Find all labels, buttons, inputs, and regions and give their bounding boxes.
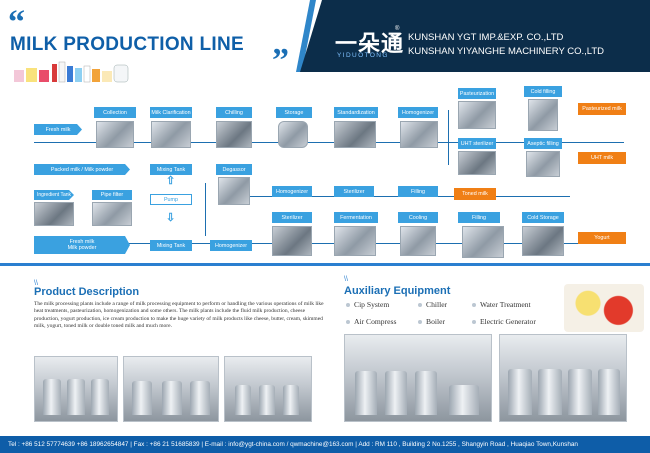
fermentation-tank-photo: [334, 226, 376, 256]
flow-step-fermentation: Fermentation: [334, 212, 378, 223]
flow-step-sterilizer-mid: Sterilizer: [334, 186, 374, 197]
flow-step-uht-sterilizer: UHT sterilizer: [458, 138, 496, 149]
flow-step-ingredient-tank: Ingredient Tank: [34, 190, 74, 200]
bullet-icon: [418, 303, 422, 308]
aseptic-filling-machine-photo: [526, 151, 560, 177]
section-divider: [0, 263, 650, 266]
pipe-filter-photo: [92, 202, 132, 226]
bullet-icon: [346, 303, 350, 308]
cooling-equipment-photo: [400, 226, 436, 256]
flow-step-cold-storage: Cold Storage: [522, 212, 564, 223]
ingredient-tank-photo: [34, 202, 74, 226]
flow-step-pipe-filter: Pipe filter: [92, 190, 132, 200]
flow-step-sterilizer-bot: Sterilizer: [272, 212, 312, 223]
quote-close-mark: ”: [272, 42, 289, 79]
company-logo-subtitle: YIDUOTONG: [337, 52, 389, 59]
registered-mark: ®: [395, 26, 400, 32]
flow-step-pasteurization: Pasteurization: [458, 88, 496, 99]
arrow-down-icon: ⇩: [166, 212, 176, 224]
sterilizer-equipment-photo: [272, 226, 312, 256]
company-name-1: KUNSHAN YGT IMP.&EXP. CO.,LTD: [408, 32, 564, 43]
section-mark: \\: [344, 276, 348, 283]
flow-step-cooling: Cooling: [398, 212, 438, 223]
output-pasteurized-milk: Pasteurized milk: [578, 103, 626, 115]
arrow-up-icon: ⇧: [166, 175, 176, 187]
flow-connector: [205, 183, 206, 236]
flow-step-milk-clarification: Milk Clarification: [150, 107, 192, 118]
collection-equipment-photo: [96, 121, 134, 148]
standardization-equipment-photo: [334, 121, 376, 148]
section-mark: \\: [34, 280, 38, 287]
storage-tank-photo: [278, 121, 308, 148]
auxiliary-plant-photo-2: [499, 334, 627, 422]
aux-item-air-compress: Air Compress: [346, 317, 396, 326]
flow-step-pump: Pump: [150, 194, 192, 205]
milk-plant-photo-1: [34, 356, 118, 422]
flow-step-fresh-milk: Fresh milk: [34, 124, 82, 135]
flow-step-homogenizer-bot: Homogenizer: [210, 240, 252, 251]
flow-step-homogenizer-mid: Homogenizer: [272, 186, 312, 197]
milk-products-image: [14, 61, 129, 83]
flow-step-storage: Storage: [276, 107, 312, 118]
flow-connector: [34, 243, 624, 244]
milk-plant-photo-3: [224, 356, 312, 422]
flow-step-chilling: Chilling: [216, 107, 252, 118]
output-uht-milk: UHT milk: [578, 152, 626, 164]
flow-step-mixing-tank-2: Mixing Tank: [150, 240, 192, 251]
chilling-equipment-photo: [216, 121, 252, 148]
company-name-2: KUNSHAN YIYANGHE MACHINERY CO.,LTD: [408, 46, 605, 57]
auxiliary-equipment-title: Auxiliary Equipment: [344, 285, 451, 297]
bullet-icon: [346, 320, 350, 325]
page-title: MILK PRODUCTION LINE: [10, 34, 244, 55]
cold-storage-photo: [522, 226, 564, 256]
flow-step-filling-mid: Filling: [398, 186, 438, 197]
milk-plant-photo-2: [123, 356, 219, 422]
aux-item-cip-system: Cip System: [346, 300, 389, 309]
aux-item-chiller: Chiller: [418, 300, 447, 309]
flow-step-degassor: Degassor: [216, 164, 252, 175]
yogurt-filling-machine-photo: [462, 226, 504, 258]
aux-item-electric-generator: Electric Generator: [472, 317, 536, 326]
homogenizer-equipment-photo: [400, 121, 438, 148]
juice-product-image: [564, 284, 644, 332]
flow-step-aseptic-filling: Aseptic filling: [524, 138, 562, 149]
bullet-icon: [418, 320, 422, 325]
auxiliary-plant-photo-1: [344, 334, 492, 422]
flow-connector: [448, 110, 449, 165]
milk-powder-label: Milk powder: [67, 245, 97, 251]
uht-sterilizer-photo: [458, 151, 496, 175]
flow-step-mixing-tank: Mixing Tank: [150, 164, 192, 175]
cold-filling-machine-photo: [528, 99, 558, 131]
company-logo: 一朵通: [335, 32, 405, 57]
fresh-milk-label: Fresh milk: [69, 239, 95, 245]
bullet-icon: [472, 320, 476, 325]
aux-item-boiler: Boiler: [418, 317, 445, 326]
bullet-icon: [472, 303, 476, 308]
contact-footer: Tel : +86 512 57774639 +86 18962654847 |…: [0, 436, 650, 453]
product-description-text: The milk processing plants include a ran…: [34, 301, 324, 330]
product-description-title: Product Description: [34, 286, 140, 298]
clarification-equipment-photo: [151, 121, 191, 148]
flow-step-standardization: Standardization: [334, 107, 378, 118]
flow-step-cold-filling: Cold filling: [524, 86, 562, 97]
output-yogurt: Yogurt: [578, 232, 626, 244]
flow-step-homogenizer: Homogenizer: [398, 107, 438, 118]
pasteurization-equipment-photo: [458, 101, 496, 129]
output-toned-milk: Toned milk: [454, 188, 496, 200]
aux-item-water-treatment: Water Treatment: [472, 300, 531, 309]
flow-step-filling-bot: Filling: [458, 212, 500, 223]
quote-open-mark: “: [8, 4, 25, 41]
degassor-equipment-photo: [218, 177, 250, 205]
flow-step-packed-milk: Packed milk / Milk powder: [34, 164, 130, 175]
company-banner: [300, 0, 650, 72]
flow-connector: [34, 142, 624, 143]
flow-step-collection: Collection: [94, 107, 136, 118]
